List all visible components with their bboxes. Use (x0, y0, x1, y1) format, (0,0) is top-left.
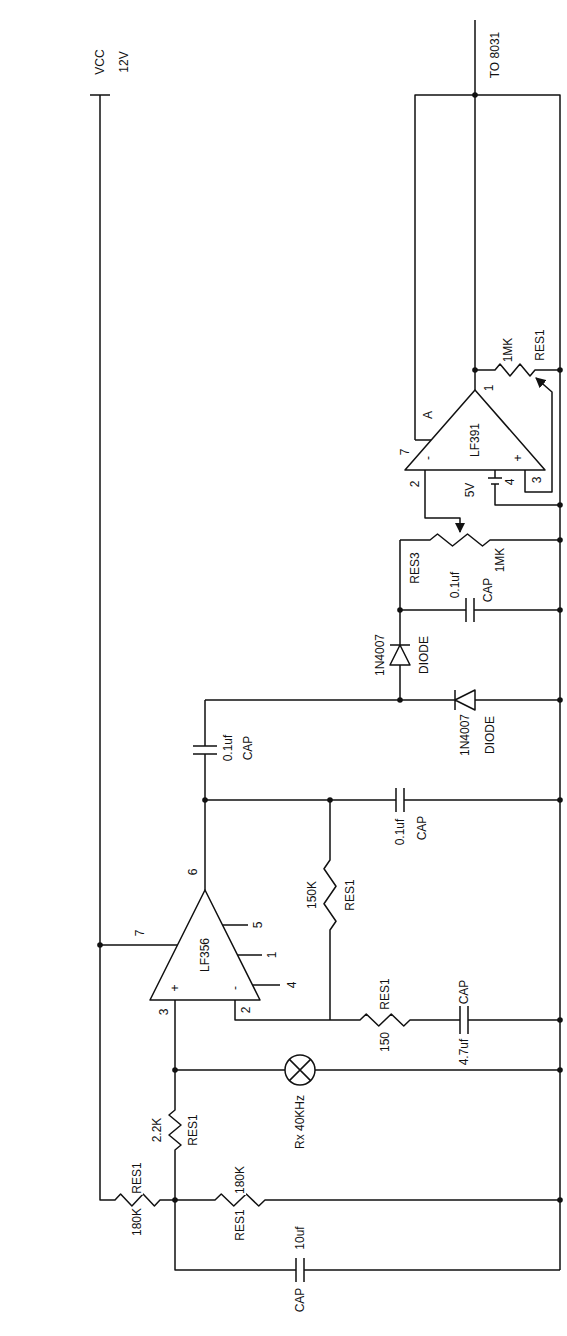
schematic-label: RES1 (234, 1208, 246, 1241)
schematic-label: 0.1uf (394, 818, 406, 847)
schematic-label: + (169, 983, 181, 992)
schematic-label: 12V (118, 50, 130, 73)
pin-wire (100, 925, 280, 985)
schematic-label: RES1 (379, 977, 391, 1010)
schematic-label: 7 (399, 448, 411, 457)
schematic-label: CAP (294, 1287, 306, 1314)
schematic-label: 10uf (294, 1225, 306, 1250)
schematic-label: CAP (242, 735, 254, 762)
schematic-label: 180K (234, 1165, 246, 1195)
schematic-label: 3 (531, 476, 543, 485)
schematic-label: 0.1uf (222, 734, 234, 763)
schematic-label: 2 (240, 1006, 252, 1015)
capacitor-symbol (400, 598, 560, 622)
schematic-label: 4 (504, 478, 516, 487)
transducer-symbol (289, 1059, 310, 1080)
schematic-label: CAP (482, 577, 494, 604)
schematic-label: 1MK (494, 547, 506, 574)
schematic-label: LF391 (469, 422, 481, 458)
schematic-label: A (422, 410, 434, 420)
capacitor-symbol (193, 700, 217, 890)
schematic-label: 5V (464, 482, 476, 499)
diode-symbol (455, 690, 475, 710)
schematic-label: 5 (252, 921, 264, 930)
output-wire (415, 20, 560, 1270)
schematic-label: RES1 (187, 1113, 199, 1146)
schematic-label: 7 (134, 929, 146, 938)
schematic-label: + (512, 453, 524, 462)
schematic-label: 4.7uf (458, 1038, 470, 1067)
diode-symbol (390, 645, 410, 665)
schematic-label: DIODE (484, 715, 496, 755)
junction-dots (97, 92, 563, 1203)
wiper-wire (525, 378, 552, 492)
resistor-symbol (169, 1000, 560, 1282)
schematic-label: 1N4007 (374, 633, 386, 677)
schematic-label: 1N4007 (459, 713, 471, 757)
schematic-label: VCC (94, 48, 106, 75)
schematic-label: 0.1uf (449, 571, 461, 600)
resistor-symbol (324, 800, 336, 1020)
schematic-label: RES1 (344, 878, 356, 911)
schematic-label: 1 (483, 384, 495, 393)
schematic-label: 180K (131, 1207, 143, 1237)
schematic-label: 150K (306, 880, 318, 910)
wire (205, 699, 560, 701)
transducer-symbol (285, 1055, 315, 1085)
resistor-symbol (235, 1000, 560, 1034)
schematic-label: LF356 (199, 937, 211, 973)
schematic-label: RES1 (534, 328, 546, 361)
schematic-label: Rx 40KHz (294, 1094, 306, 1150)
wiper-wire (425, 470, 460, 532)
schematic-label: 4 (286, 981, 298, 990)
comparator-symbol (405, 390, 545, 470)
capacitor-symbol (205, 788, 560, 812)
schematic-label: 150 (379, 1031, 391, 1053)
resistor-symbol (475, 364, 560, 376)
schematic-label: DIODE (418, 635, 430, 675)
schematic-label: 3 (158, 1008, 170, 1017)
schematic-label: - (422, 455, 434, 461)
schematic-label: 6 (187, 868, 199, 877)
schematic-label: 1MK (502, 337, 514, 364)
schematic-label: 2.2K (151, 1117, 163, 1144)
resistor-symbol (400, 534, 560, 546)
schematic-label: CAP (416, 815, 428, 842)
schematic-label: CAP (458, 979, 470, 1006)
battery-symbol (488, 470, 560, 505)
supply-rail (90, 95, 560, 1206)
wire (399, 540, 401, 700)
schematic-label: 1 (266, 951, 278, 960)
wire (175, 1069, 560, 1071)
schematic-label: RES1 (131, 1161, 143, 1194)
schematic-label: TO 8031 (489, 31, 501, 79)
schematic-label: RES3 (409, 551, 421, 584)
schematic-label: 2 (409, 480, 421, 489)
schematic-label: - (229, 985, 241, 991)
